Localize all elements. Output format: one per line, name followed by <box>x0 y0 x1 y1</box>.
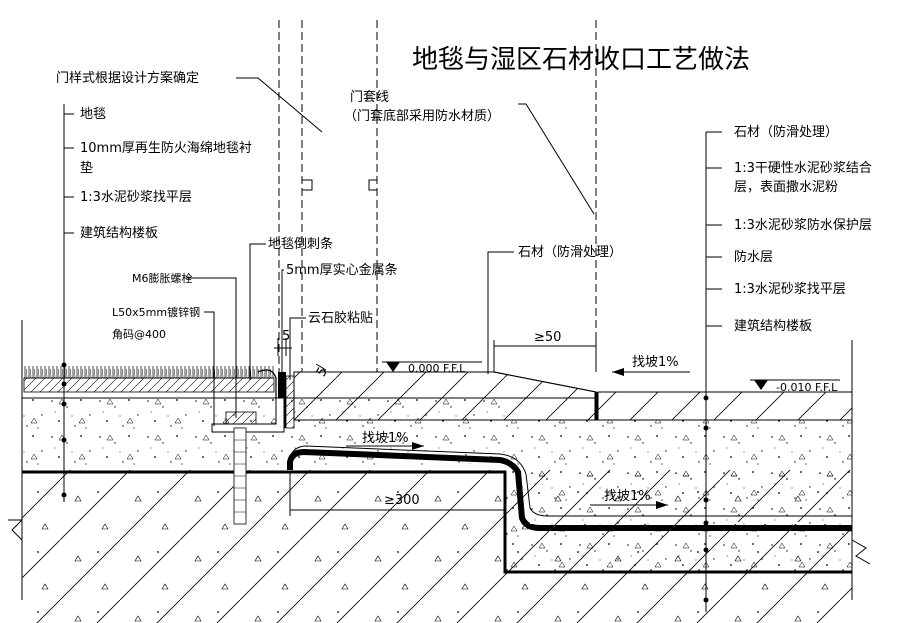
screed-right <box>505 420 852 480</box>
door-trim-label-1: 门套线 <box>350 89 389 105</box>
left-layer-3: 1:3水泥砂浆找平层 <box>80 190 192 205</box>
left-layer-2: 垫 <box>80 160 93 176</box>
dim-50: ≥50 <box>493 330 597 372</box>
right-layer-labels: 石材（防滑处理） 1:3干硬性水泥砂浆结合 层，表面撒水泥粉 1:3水泥砂浆防水… <box>706 124 872 334</box>
waterproof-layer <box>287 448 852 531</box>
carpet-gripper-label: 地毯倒刺条 <box>268 236 333 252</box>
stone-upper <box>293 371 597 421</box>
drawing-title: 地毯与湿区石材收口工艺做法 <box>412 45 750 75</box>
svg-text:-0.010 F.F.L: -0.010 F.F.L <box>776 381 838 394</box>
door-trim-label-2: （门套底部采用防水材质） <box>344 108 500 124</box>
slope-arrow-1: 找坡1% <box>612 355 690 376</box>
break-line-left <box>8 320 24 600</box>
bolt-leader <box>186 277 237 418</box>
door-style-leader <box>236 77 323 133</box>
svg-text:找坡1%: 找坡1% <box>362 431 409 446</box>
left-layer-4: 建筑结构楼板 <box>80 225 158 241</box>
right-layer-5: 1:3水泥砂浆找平层 <box>734 282 846 297</box>
bolt-label: M6膨胀螺栓 <box>132 271 193 285</box>
ffl-marker-high: 0.000 F.F.L <box>382 361 482 375</box>
bracket-plate <box>225 411 257 425</box>
door-trim-leader <box>518 103 595 215</box>
stone-center-label: 石材（防滑处理） <box>518 244 622 260</box>
stone-glue-leader <box>289 317 306 380</box>
left-layer-labels: 地毯 10mm厚再生防火海绵地毯衬 垫 1:3水泥砂浆找平层 建筑结构楼板 <box>64 107 252 241</box>
metal-strip-label: 5mm厚实心金属条 <box>286 262 398 278</box>
carpet-gripper <box>257 369 277 398</box>
stone-lower <box>597 391 853 421</box>
svg-text:找坡1%: 找坡1% <box>604 489 651 504</box>
waterproof-protect <box>287 445 852 517</box>
slope-arrow-3: 找坡1% <box>590 489 668 509</box>
svg-text:找坡1%: 找坡1% <box>632 355 679 370</box>
slab-top-line <box>22 470 852 574</box>
right-layer-0: 石材（防滑处理） <box>734 124 838 140</box>
right-layer-6: 建筑结构楼板 <box>734 318 812 334</box>
door-trim-right <box>376 20 597 372</box>
door-trim-notch <box>302 179 377 191</box>
ffl-marker-low: -0.010 F.F.L <box>750 379 840 394</box>
metal-strip-leader <box>281 269 284 376</box>
gripper-leader <box>249 243 266 380</box>
dim-5a: 5 <box>274 329 292 356</box>
stone-glue-label: 云石胶粘贴 <box>308 310 373 326</box>
carpet-pile <box>24 364 274 378</box>
left-layer-0: 地毯 <box>80 107 106 122</box>
slope-arrow-2: 找坡1% <box>346 431 424 450</box>
stone-center-leader <box>487 251 514 374</box>
angle-bracket <box>211 397 285 433</box>
left-leader-dots <box>61 362 67 498</box>
right-layer-3: 1:3水泥砂浆防水保护层 <box>734 217 872 233</box>
waterproof-layer-dash <box>299 457 852 524</box>
angle-label-1: L50x5mm镀锌钢 <box>112 305 200 319</box>
right-layer-4: 防水层 <box>734 249 773 265</box>
right-layer-2: 层，表面撒水泥粉 <box>734 179 838 195</box>
svg-text:≥50: ≥50 <box>534 330 561 345</box>
stone-glue-block <box>285 375 295 429</box>
dim-300: ≥300 <box>289 472 507 516</box>
svg-text:5: 5 <box>282 329 290 344</box>
svg-text:0.000 F.F.L: 0.000 F.F.L <box>408 362 466 375</box>
left-layer-1: 10mm厚再生防火海绵地毯衬 <box>80 140 252 156</box>
bolt-thread <box>234 439 246 513</box>
angle-leader <box>204 311 215 426</box>
door-trim-left <box>278 20 303 372</box>
right-layer-1: 1:3干硬性水泥砂浆结合 <box>734 161 872 176</box>
break-line-right <box>851 340 871 600</box>
stone-chamfer-top <box>493 371 597 393</box>
right-leader-dots <box>703 395 709 603</box>
door-style-label: 门样式根据设计方案确定 <box>56 70 199 86</box>
angle-label-2: 角码@400 <box>112 328 166 341</box>
svg-text:≥300: ≥300 <box>384 493 420 508</box>
